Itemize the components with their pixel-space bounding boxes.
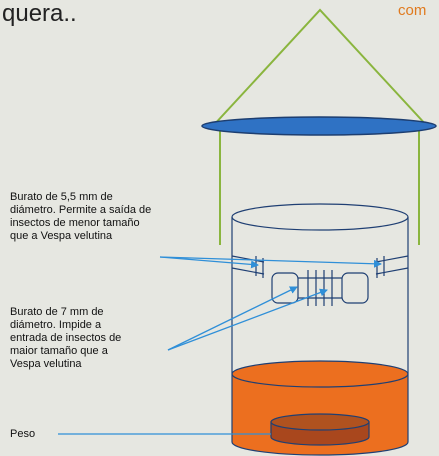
corner-text-fragment: com [398,2,427,19]
weight-label: Peso [10,428,36,440]
bottle-bottom-rim [231,441,409,456]
entry-hole-label: Burato de 7 mm de diámetro. Impide a ent… [10,306,122,370]
exit-hole-right [375,255,409,278]
bottle-top-rim [231,203,409,231]
title-fragment: quera.. [2,0,77,27]
entry-hole-arrows [167,286,328,351]
exit-hole-arrows [159,256,382,269]
exit-hole-label: Burato de 5,5 mm de diámetro. Permite a … [10,191,152,242]
weight-top [270,413,370,431]
entry-chamber [271,270,369,306]
lid-disk [201,116,437,136]
liquid-surface [231,360,409,388]
